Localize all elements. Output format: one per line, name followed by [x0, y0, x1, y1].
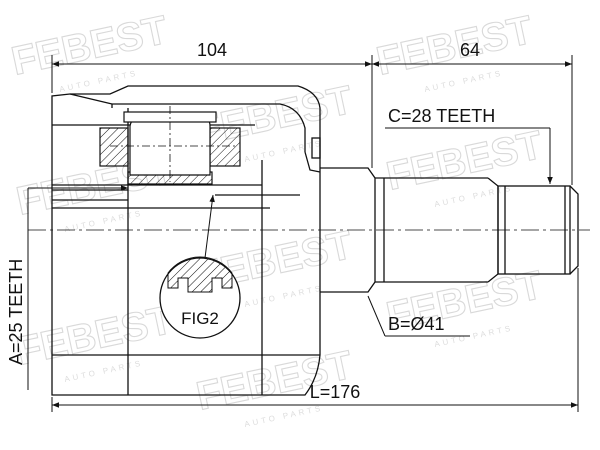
stub-ring: [311, 137, 321, 159]
spline-end: [497, 185, 571, 275]
callout-seal-diameter: [367, 295, 470, 337]
housing-bevel-lower: [304, 151, 321, 173]
watermark-text: FEBEST: [373, 8, 536, 84]
hatched-block: [99, 127, 129, 167]
housing-outline: [51, 85, 321, 396]
dimension-top: [51, 55, 573, 185]
seal-diameter-label: B=Ø41: [388, 314, 445, 334]
inner-spline-label: A=25 TEETH: [6, 259, 26, 365]
shaft-neck: [320, 167, 376, 293]
bearing-section: [99, 106, 241, 185]
leader-line: [367, 295, 386, 337]
dimension-bottom: [51, 268, 579, 412]
watermark-text: FEBEST: [383, 123, 546, 199]
shaft-length-label: 64: [460, 40, 480, 60]
callout-outer-spline: [385, 127, 553, 184]
housing-bevel: [69, 93, 306, 152]
outer-spline-label: C=28 TEETH: [388, 106, 495, 126]
watermark-text: FEBEST: [193, 343, 356, 419]
detail-label: FIG2: [181, 309, 219, 328]
spline-tip: [569, 185, 579, 275]
hatched-block: [209, 127, 241, 167]
stub-shaft: [320, 167, 579, 293]
detail-leader: [204, 194, 215, 259]
overall-length-label: L=176: [310, 382, 361, 402]
watermark-group: FEBEST AUTO PARTS FEBEST AUTO PARTS FEBE…: [7, 7, 547, 429]
watermark-text: FEBEST: [13, 298, 176, 374]
detail-hatch: [167, 256, 233, 293]
watermark-text: FEBEST: [8, 8, 171, 84]
housing-length-label: 104: [197, 40, 227, 60]
detail-fig2: FIG2: [159, 194, 241, 339]
callout-inner-spline: [27, 185, 128, 390]
